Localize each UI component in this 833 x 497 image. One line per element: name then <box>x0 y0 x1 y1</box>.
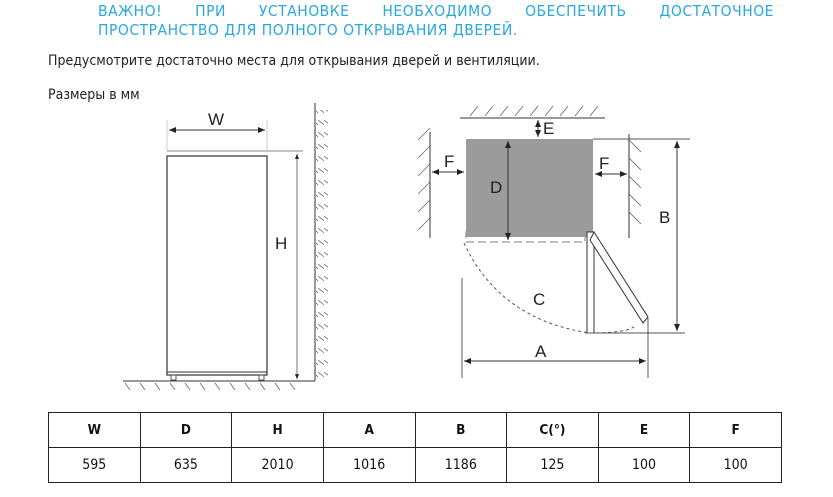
value-cell: 1016 <box>322 447 416 483</box>
value-cell: 1186 <box>414 447 508 483</box>
intro-text: Предусмотрите достаточно места для откры… <box>48 53 540 69</box>
header-cell: A <box>322 412 416 448</box>
label-w: W <box>208 110 224 129</box>
table-header-row: W D H A B C(°) E F <box>48 412 782 448</box>
value-cell: 2010 <box>231 447 324 483</box>
header-cell: H <box>231 412 324 448</box>
value-cell: 595 <box>48 447 141 483</box>
warning-line-2: ПРОСТРАНСТВО ДЛЯ ПОЛНОГО ОТКРЫВАНИЯ ДВЕР… <box>98 21 518 39</box>
label-h: H <box>275 234 287 253</box>
label-f-right: F <box>599 154 609 173</box>
label-d: D <box>490 178 502 197</box>
units-label: Размеры в мм <box>48 87 140 103</box>
warning-line-1: ВАЖНО! ПРИ УСТАНОВКЕ НЕОБХОДИМО ОБЕСПЕЧИ… <box>98 2 774 20</box>
side-view-diagram: W H <box>123 103 328 391</box>
value-cell: 635 <box>139 447 233 483</box>
dimensions-table: W D H A B C(°) E F 595 635 2010 1016 118… <box>48 412 782 483</box>
label-f-left: F <box>444 152 454 171</box>
dimension-diagrams: W H E F F D B C A <box>123 103 690 391</box>
value-cell: 100 <box>597 447 691 483</box>
header-cell: D <box>139 412 233 448</box>
header-cell: C(°) <box>506 412 599 448</box>
value-cell: 100 <box>689 447 782 483</box>
installation-warning: ВАЖНО! ПРИ УСТАНОВКЕ НЕОБХОДИМО ОБЕСПЕЧИ… <box>98 2 774 40</box>
label-a: A <box>535 342 547 361</box>
fridge-side-outline <box>166 155 268 376</box>
label-c: C <box>533 290 545 309</box>
header-cell: E <box>597 412 691 448</box>
header-cell: W <box>48 412 141 448</box>
value-cell: 125 <box>506 447 599 483</box>
table-row: 595 635 2010 1016 1186 125 100 100 <box>48 447 782 483</box>
top-view-diagram: E F F D B C A <box>417 105 690 378</box>
label-e: E <box>543 119 554 138</box>
label-b: B <box>659 208 670 227</box>
header-cell: B <box>414 412 508 448</box>
header-cell: F <box>689 412 782 448</box>
fridge-top-body <box>466 139 593 237</box>
